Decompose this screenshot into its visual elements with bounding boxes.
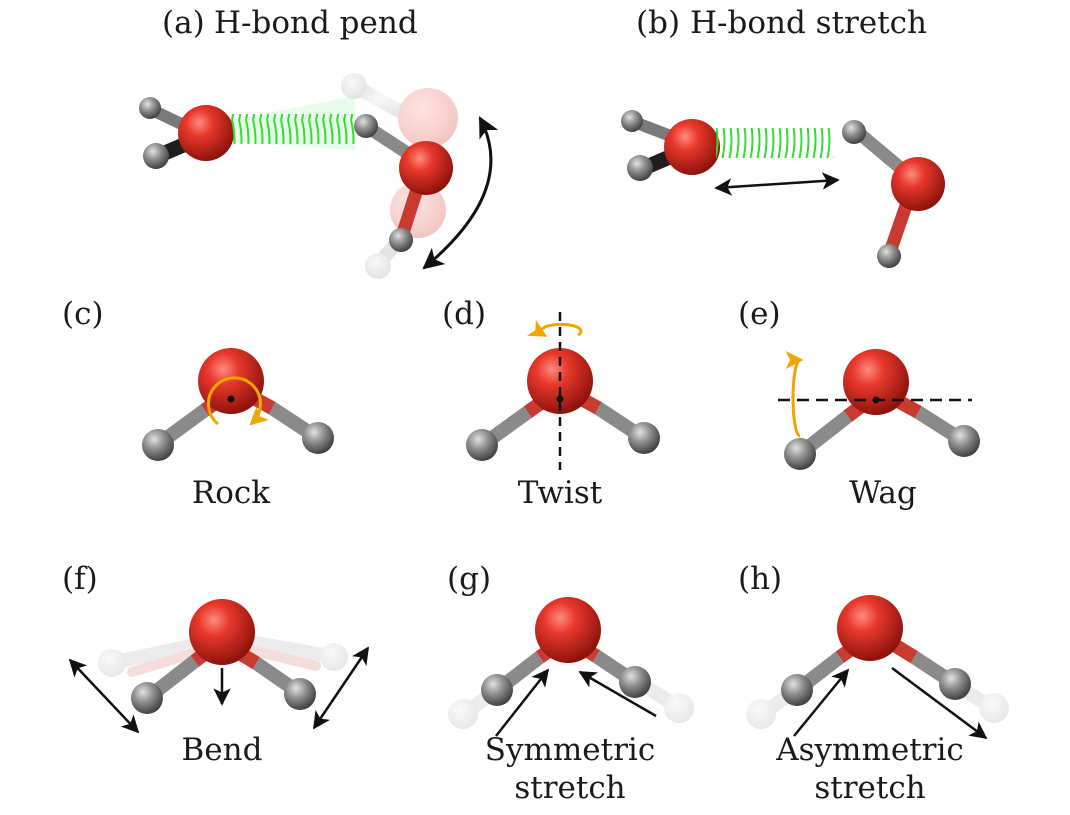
- pend-arrow: [422, 116, 499, 270]
- bend-right-arrow: [312, 646, 370, 730]
- wag-caption: Wag: [849, 475, 917, 511]
- panel-b-letter: (b): [636, 5, 680, 41]
- asymmetric-caption-line2: stretch: [814, 770, 925, 806]
- panel-f-bend: [68, 599, 370, 734]
- asymmetric-caption-line1: Asymmetric: [775, 732, 964, 768]
- panel-e-letter: (e): [738, 296, 781, 332]
- asymmetric-left-arrow: [793, 668, 850, 737]
- symmetric-caption-line1: Symmetric: [485, 732, 655, 768]
- symmetric-right-arrow: [578, 670, 657, 718]
- twist-caption: Twist: [518, 475, 603, 511]
- panel-g-symmetric-stretch: [448, 597, 694, 737]
- bend-left-arrow: [68, 658, 140, 734]
- panel-d-letter: (d): [442, 296, 486, 332]
- panel-a-letter: (a): [162, 5, 205, 41]
- symmetric-caption-line2: stretch: [514, 770, 625, 806]
- hbond-spring-a: [230, 114, 355, 144]
- panel-b-title: H-bond stretch: [690, 5, 927, 41]
- hbond-spring-b: [716, 128, 834, 158]
- panel-d-twist: [466, 312, 660, 470]
- symmetric-left-arrow: [495, 668, 550, 737]
- bend-caption: Bend: [182, 732, 263, 768]
- panel-h-asymmetric-stretch: [746, 595, 1009, 740]
- panel-a-title: H-bond pend: [214, 5, 418, 41]
- panel-h-letter: (h): [738, 561, 782, 597]
- twist-rotation-arrow: [527, 320, 583, 337]
- panel-c-letter: (c): [62, 296, 104, 332]
- panel-f-letter: (f): [62, 561, 98, 597]
- wag-rotation-arrow: [785, 351, 804, 438]
- rock-rotation-arrow: [207, 376, 269, 426]
- panel-a-hbond-pend: [139, 73, 499, 279]
- panel-g-letter: (g): [447, 561, 491, 597]
- panel-c-rock: [142, 348, 334, 461]
- panel-b-hbond-stretch: [621, 110, 945, 268]
- panel-e-wag: [778, 349, 980, 470]
- asymmetric-right-arrow: [891, 666, 988, 740]
- rock-caption: Rock: [192, 475, 270, 511]
- stretch-arrow-b: [714, 172, 840, 196]
